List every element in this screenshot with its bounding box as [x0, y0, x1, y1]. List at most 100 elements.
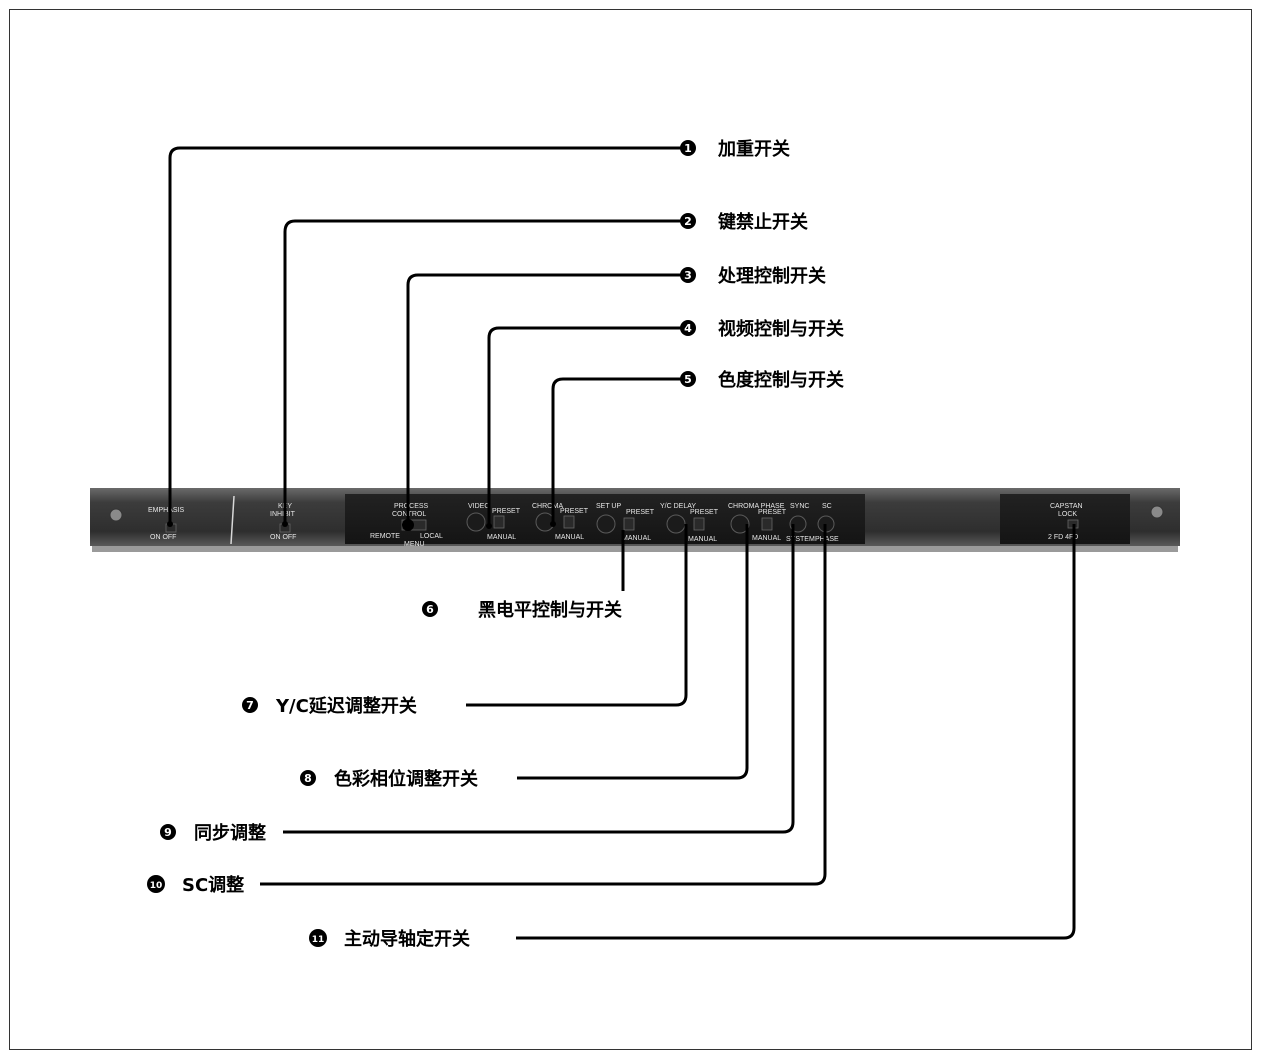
- sc-title: SC: [822, 503, 832, 510]
- video-preset: PRESET: [492, 508, 521, 515]
- callout-7: 7 Y/C延迟调整开关: [242, 695, 417, 717]
- leader-11: [516, 524, 1076, 940]
- anchor-dots: [167, 519, 556, 531]
- callout-9: 9 同步调整: [160, 822, 266, 844]
- leader-4: [487, 326, 681, 524]
- chroma-title: CHROMA: [532, 503, 563, 510]
- capstan-title-1: CAPSTAN: [1050, 503, 1083, 510]
- callout-5-num: 5: [684, 373, 692, 386]
- section-divider: [230, 495, 235, 545]
- callout-3-label: 处理控制开关: [717, 265, 826, 287]
- callout-5: 5 色度控制与开关: [680, 369, 844, 391]
- callout-2-num: 2: [684, 215, 692, 228]
- leader-3: [406, 273, 681, 524]
- video-switch[interactable]: [493, 515, 505, 529]
- callout-11: 11 主动导轴定开关: [309, 928, 470, 950]
- leader-5: [551, 377, 681, 522]
- callout-10-label: SC调整: [182, 874, 244, 896]
- emphasis-sub: ON OFF: [150, 534, 176, 541]
- leader-7: [466, 524, 688, 707]
- callout-11-num: 11: [312, 935, 325, 945]
- callout-3: 3 处理控制开关: [680, 265, 826, 287]
- callout-7-label: Y/C延迟调整开关: [275, 695, 417, 717]
- anchor-dot-2: [282, 521, 288, 527]
- callout-6: 6 黑电平控制与开关: [422, 599, 622, 621]
- callout-1-badge: [680, 140, 696, 156]
- leader-10: [260, 524, 827, 886]
- callout-6-badge: [422, 601, 438, 617]
- key-inhibit-title-2: INHIBIT: [270, 511, 296, 518]
- leader-8: [517, 524, 749, 780]
- setup-preset: PRESET: [626, 509, 655, 516]
- callout-10-badge: [147, 875, 165, 893]
- setup-knob[interactable]: [596, 514, 616, 534]
- yc-delay-switch[interactable]: [693, 517, 705, 531]
- leader-1: [168, 146, 681, 522]
- callout-2: 2 键禁止开关: [680, 211, 808, 233]
- anchor-dot-3: [402, 519, 414, 531]
- process-control-remote: REMOTE: [370, 533, 400, 540]
- anchor-dot-4: [486, 523, 492, 529]
- yc-delay-title: Y/C DELAY: [660, 503, 696, 510]
- yc-delay-preset: PRESET: [690, 509, 719, 516]
- chroma-manual: MANUAL: [555, 534, 584, 541]
- callout-7-num: 7: [246, 699, 254, 712]
- callout-9-badge: [160, 824, 176, 840]
- key-inhibit-sub: ON OFF: [270, 534, 296, 541]
- chroma-switch[interactable]: [563, 515, 575, 529]
- callout-4-label: 视频控制与开关: [718, 318, 844, 340]
- callout-1-label: 加重开关: [717, 138, 790, 160]
- process-control-local: LOCAL: [420, 533, 443, 540]
- right-rack-screw: [1150, 505, 1164, 519]
- sync-sub: SYSTEM: [786, 536, 815, 543]
- callout-11-badge: [309, 929, 327, 947]
- left-rack-screw: [109, 508, 123, 522]
- sync-title: SYNC: [790, 503, 809, 510]
- anchor-dot-5: [550, 521, 556, 527]
- callout-2-badge: [680, 213, 696, 229]
- setup-switch[interactable]: [623, 517, 635, 531]
- callout-10: 10 SC调整: [147, 874, 244, 896]
- callout-11-label: 主动导轴定开关: [344, 928, 470, 950]
- setup-manual: MANUAL: [622, 535, 651, 542]
- chroma-phase-title: CHROMA PHASE: [728, 503, 785, 510]
- yc-delay-manual: MANUAL: [688, 536, 717, 543]
- video-title: VIDEO: [468, 503, 490, 510]
- callout-2-label: 键禁止开关: [717, 211, 808, 233]
- callout-9-num: 9: [164, 826, 172, 839]
- emphasis-title: EMPHASIS: [148, 507, 185, 514]
- callout-6-label: 黑电平控制与开关: [478, 599, 622, 621]
- yc-delay-knob[interactable]: [666, 514, 686, 534]
- leader-lines: [168, 146, 1076, 940]
- callout-6-num: 6: [426, 603, 434, 616]
- callout-8: 8 色彩相位调整开关: [300, 768, 478, 790]
- chroma-phase-switch[interactable]: [761, 517, 773, 531]
- callout-3-num: 3: [684, 269, 692, 282]
- leader-9: [283, 524, 795, 834]
- callout-1-num: 1: [684, 142, 692, 155]
- anchor-dot-1: [167, 521, 173, 527]
- callout-5-badge: [680, 371, 696, 387]
- chroma-preset: PRESET: [560, 508, 589, 515]
- callout-5-label: 色度控制与开关: [718, 369, 844, 391]
- sc-sub: PHASE: [815, 536, 839, 543]
- callout-4-badge: [680, 320, 696, 336]
- callout-4-num: 4: [684, 322, 692, 335]
- callout-3-badge: [680, 267, 696, 283]
- capstan-sub: 2 FD 4FD: [1048, 534, 1078, 541]
- diagram-frame: [9, 9, 1252, 1050]
- callout-8-label: 色彩相位调整开关: [334, 768, 478, 790]
- video-manual: MANUAL: [487, 534, 516, 541]
- rack-panel: EMPHASIS ON OFF KEY INHIBIT ON OFF PROCE…: [90, 488, 1180, 552]
- panel-shadow: [92, 546, 1178, 552]
- callout-9-label: 同步调整: [194, 822, 266, 844]
- callout-8-badge: [300, 770, 316, 786]
- callout-4: 4 视频控制与开关: [680, 318, 844, 340]
- video-knob[interactable]: [466, 512, 486, 532]
- chroma-phase-manual: MANUAL: [752, 535, 781, 542]
- setup-title: SET UP: [596, 503, 621, 510]
- callout-1: 1 加重开关: [680, 138, 790, 160]
- leader-2: [283, 219, 681, 522]
- chroma-phase-knob[interactable]: [730, 514, 750, 534]
